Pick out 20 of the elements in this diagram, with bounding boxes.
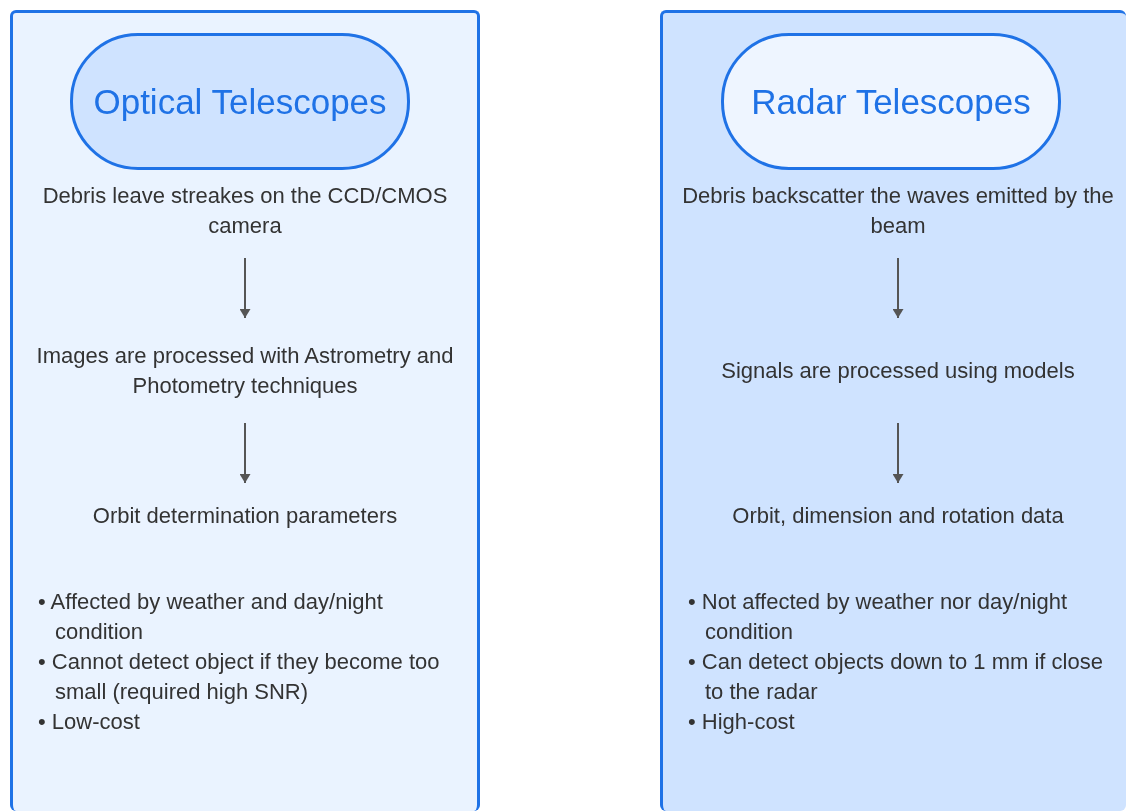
title-pill: Radar Telescopes — [721, 33, 1061, 170]
step-text: Orbit determination parameters — [13, 483, 477, 548]
bullet-item: • Not affected by weather nor day/night condition — [688, 588, 1069, 646]
step-text: Signals are processed using models — [663, 318, 1126, 423]
arrow — [893, 422, 903, 484]
panel-background — [660, 10, 1126, 811]
bullet-item: • High-cost — [688, 708, 796, 736]
bullet-item: • Can detect objects down to 1 mm if close to the radar — [688, 648, 1104, 706]
arrow — [240, 257, 250, 319]
panel-background — [10, 10, 480, 811]
bullet-item: • Low-cost — [38, 708, 141, 736]
bullet-item: • Cannot detect object if they become too small (required high SNR) — [38, 648, 441, 706]
step-text: Debris leave streakes on the CCD/CMOS camera — [13, 181, 477, 258]
step-text: Orbit, dimension and rotation data — [663, 483, 1126, 548]
title-pill: Optical Telescopes — [70, 33, 410, 170]
step-text: Images are processed with Astrometry and Photometry techniques — [13, 318, 477, 423]
arrow — [893, 257, 903, 319]
arrow — [240, 422, 250, 484]
bullet-item: • Affected by weather and day/night condition — [38, 588, 384, 646]
step-text: Debris backscatter the waves emitted by the beam — [663, 181, 1126, 258]
